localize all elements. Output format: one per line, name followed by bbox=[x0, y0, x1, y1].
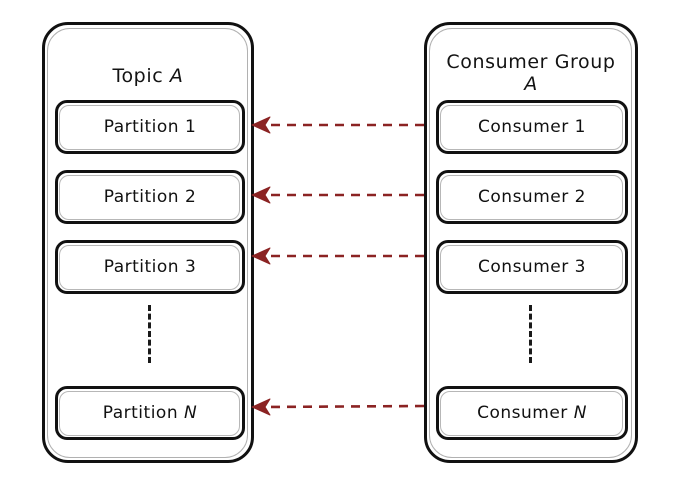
consumer-box-2[interactable]: Consumer 2 bbox=[436, 170, 628, 224]
topic-panel-title: Topic A bbox=[45, 65, 251, 87]
consumer-label-2: Consumer 2 bbox=[478, 187, 586, 207]
group-title-main: Consumer Group bbox=[446, 51, 616, 73]
arrowhead-icon-1 bbox=[251, 116, 271, 134]
consumer-box-3[interactable]: Consumer 3 bbox=[436, 240, 628, 294]
consumer-label-n: Consumer N bbox=[477, 403, 587, 423]
arrowhead-icon-2 bbox=[251, 186, 271, 204]
group-title-suffix: A bbox=[524, 73, 538, 95]
partition-box-1[interactable]: Partition 1 bbox=[55, 100, 245, 154]
arrowhead-icon-3 bbox=[251, 247, 271, 265]
topic-panel: Topic A Partition 1 Partition 2 Partitio… bbox=[42, 22, 254, 463]
partition-label-1: Partition 1 bbox=[103, 117, 197, 137]
consumer-group-panel: Consumer Group A Consumer 1 Consumer 2 C… bbox=[424, 22, 638, 463]
arrowhead-icon-n bbox=[251, 398, 271, 416]
consumer-group-panel-title: Consumer Group A bbox=[427, 51, 635, 95]
partition-box-n[interactable]: Partition N bbox=[55, 386, 245, 440]
partition-box-3[interactable]: Partition 3 bbox=[55, 240, 245, 294]
partition-label-2: Partition 2 bbox=[103, 187, 197, 207]
topic-title-main: Topic bbox=[112, 65, 164, 87]
partition-label-n: Partition N bbox=[102, 403, 198, 423]
consumer-box-n[interactable]: Consumer N bbox=[436, 386, 628, 440]
partition-ellipsis-icon bbox=[148, 305, 151, 363]
consumer-label-3: Consumer 3 bbox=[478, 257, 586, 277]
partition-box-2[interactable]: Partition 2 bbox=[55, 170, 245, 224]
consumer-box-1[interactable]: Consumer 1 bbox=[436, 100, 628, 154]
consumer-label-1: Consumer 1 bbox=[478, 117, 586, 137]
arrow-line-n bbox=[262, 404, 425, 409]
consumer-ellipsis-icon bbox=[529, 305, 532, 363]
topic-title-suffix: A bbox=[169, 65, 184, 87]
partition-label-3: Partition 3 bbox=[103, 257, 197, 277]
